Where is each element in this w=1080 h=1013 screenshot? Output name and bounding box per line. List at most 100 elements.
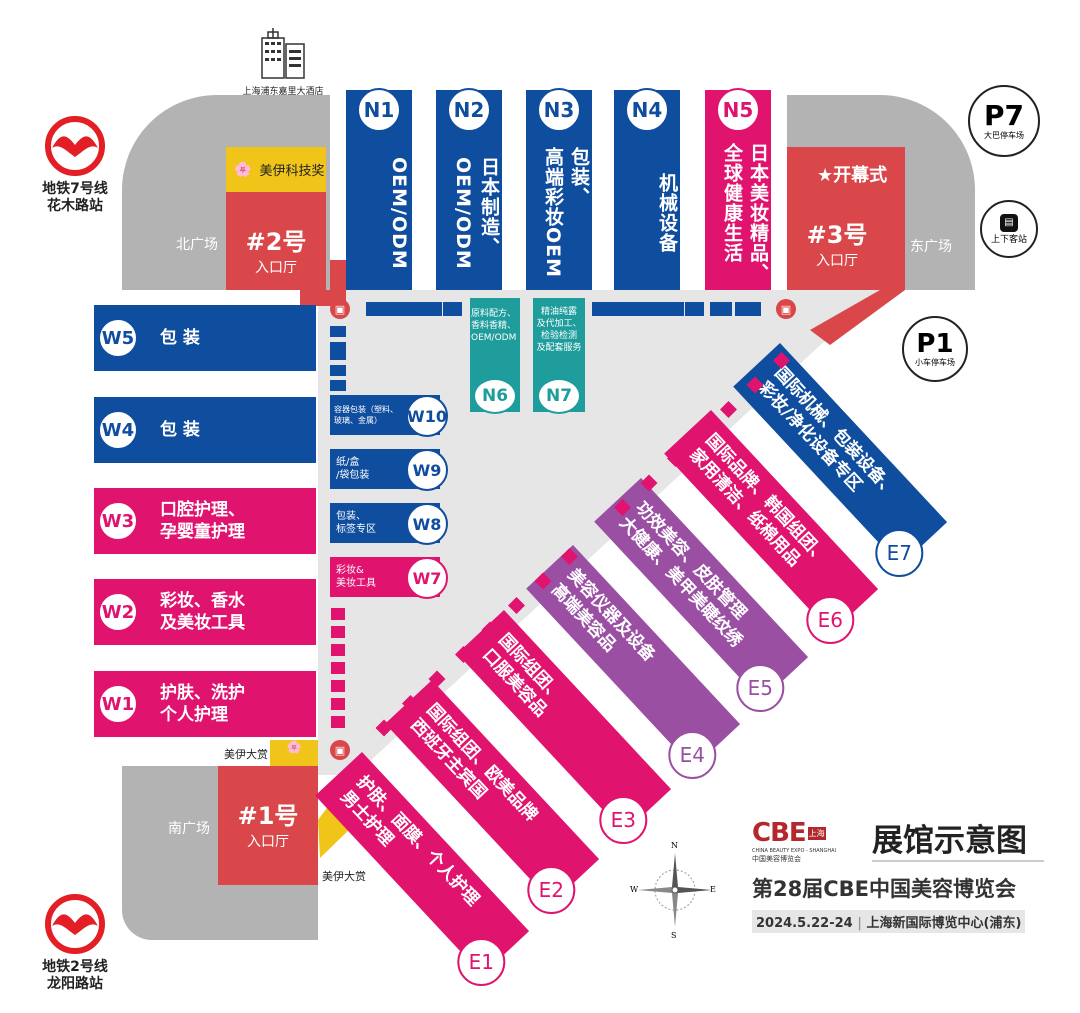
booth[interactable]	[404, 302, 423, 316]
hall-e2-badge-circle	[527, 866, 576, 915]
booth[interactable]	[628, 302, 647, 316]
booth[interactable]	[331, 644, 345, 656]
booth[interactable]	[331, 626, 345, 638]
booth[interactable]	[592, 302, 611, 316]
booth[interactable]	[330, 342, 346, 360]
hall-w5[interactable]: W5 包 装	[94, 305, 316, 371]
booth[interactable]	[646, 302, 665, 316]
hall-w1-badge: W1	[98, 684, 138, 724]
hall-n7[interactable]: 精油纯露 及代加工、 检验检测 及配套服务 N7	[533, 298, 585, 414]
hall-e1-badge-circle	[457, 938, 506, 987]
hall-w9-text: 纸/盒 /袋包装	[336, 457, 370, 481]
hall-n2-text: 日本制造、 OEM/ODM	[452, 156, 500, 270]
hall-w5-badge: W5	[98, 318, 138, 358]
booth[interactable]	[330, 380, 346, 391]
booth[interactable]	[667, 450, 684, 467]
dropoff-station[interactable]: ▤ 上下客站	[980, 200, 1038, 258]
parking-p7[interactable]: P7 大巴停车场	[968, 85, 1040, 157]
hall-body	[526, 545, 741, 768]
booth[interactable]	[746, 376, 764, 394]
entrance-3-label: 入口厅	[816, 253, 858, 269]
booth[interactable]	[331, 662, 345, 674]
booth[interactable]	[773, 352, 790, 369]
booth[interactable]	[428, 670, 446, 688]
star-icon: ★	[817, 165, 834, 186]
entrance-3-number: #3号	[806, 221, 868, 249]
booth[interactable]	[561, 548, 578, 565]
hall-n4-text: 机械设备	[656, 173, 678, 253]
hall-e3-badge: E3	[611, 808, 636, 832]
metro-line7[interactable]: 地铁7号线 花木路站	[30, 115, 120, 215]
hall-body	[733, 343, 948, 566]
metro-line2[interactable]: 地铁2号线 龙阳路站	[30, 893, 120, 993]
hall-w5-text: 包 装	[160, 328, 200, 348]
booth[interactable]	[455, 646, 472, 663]
hall-w10[interactable]: 容器包装（塑料、 玻璃、金属）W10	[330, 395, 448, 437]
hall-e1-badge: E1	[469, 950, 494, 974]
booth[interactable]	[685, 302, 704, 316]
hall-e5-badge: E5	[748, 676, 773, 700]
booth[interactable]	[640, 474, 658, 492]
booth[interactable]	[735, 302, 761, 316]
hall-n6[interactable]: 原料配方、 香料香精、 OEM/ODM N6	[470, 298, 520, 414]
booth[interactable]	[610, 302, 629, 316]
cbe-logo: CBE 上海 CHINA BEAUTY EXPO - SHANGHAI 中国美容…	[752, 818, 862, 864]
booth[interactable]	[331, 680, 345, 692]
event-date: 2024.5.22-24	[756, 916, 853, 931]
booth[interactable]	[366, 302, 385, 316]
booth[interactable]	[331, 698, 345, 710]
hall-w1[interactable]: W1 护肤、洗护 个人护理	[94, 671, 316, 737]
booth[interactable]	[331, 608, 345, 620]
booth[interactable]	[508, 597, 525, 614]
compass-w: W	[630, 885, 639, 894]
hall-n3-badge: N3	[537, 88, 581, 132]
hall-body	[385, 680, 600, 903]
separator: |	[857, 916, 867, 931]
compass-e: E	[710, 885, 716, 894]
hall-e3[interactable]: 国际组团、口服美容品	[457, 610, 672, 833]
booth[interactable]	[534, 572, 552, 590]
booth[interactable]	[443, 302, 462, 316]
booth[interactable]	[402, 695, 419, 712]
hall-w4-badge: W4	[98, 410, 138, 450]
hall-body	[594, 478, 809, 701]
booth[interactable]	[481, 621, 499, 639]
opening-label: 开幕式	[833, 165, 888, 186]
entrance-1[interactable]: #1号 入口厅	[218, 766, 318, 885]
booth[interactable]	[720, 401, 737, 418]
booth[interactable]	[614, 499, 631, 516]
hall-e3-badge-circle	[599, 796, 648, 845]
entrance-3[interactable]: ★开幕式 #3号 入口厅	[787, 147, 905, 290]
parking-p1-code: P1	[916, 328, 954, 359]
hall-w9-badge: W9	[406, 449, 448, 491]
parking-p1[interactable]: P1 小车停车场	[902, 316, 968, 382]
entrance-2[interactable]: #2号 入口厅	[226, 192, 326, 290]
booth[interactable]	[710, 302, 732, 316]
booth[interactable]	[375, 719, 393, 737]
bus-icon: ▣	[330, 740, 350, 760]
hall-n5-badge: N5	[716, 88, 760, 132]
booth[interactable]	[665, 302, 684, 316]
booth[interactable]	[330, 326, 346, 337]
hall-w9[interactable]: 纸/盒 /袋包装 W9	[330, 449, 448, 491]
south-plaza-label: 南广场	[168, 821, 210, 837]
booth[interactable]	[331, 716, 345, 728]
east-connector	[810, 290, 905, 345]
booth[interactable]	[385, 302, 404, 316]
metro-line2-label: 地铁2号线 龙阳路站	[42, 959, 108, 992]
hall-w1-text: 护肤、洗护 个人护理	[160, 683, 245, 725]
hall-n7-badge: N7	[537, 378, 581, 414]
booth[interactable]	[693, 425, 711, 443]
booth[interactable]	[423, 302, 442, 316]
booth[interactable]	[330, 365, 346, 376]
